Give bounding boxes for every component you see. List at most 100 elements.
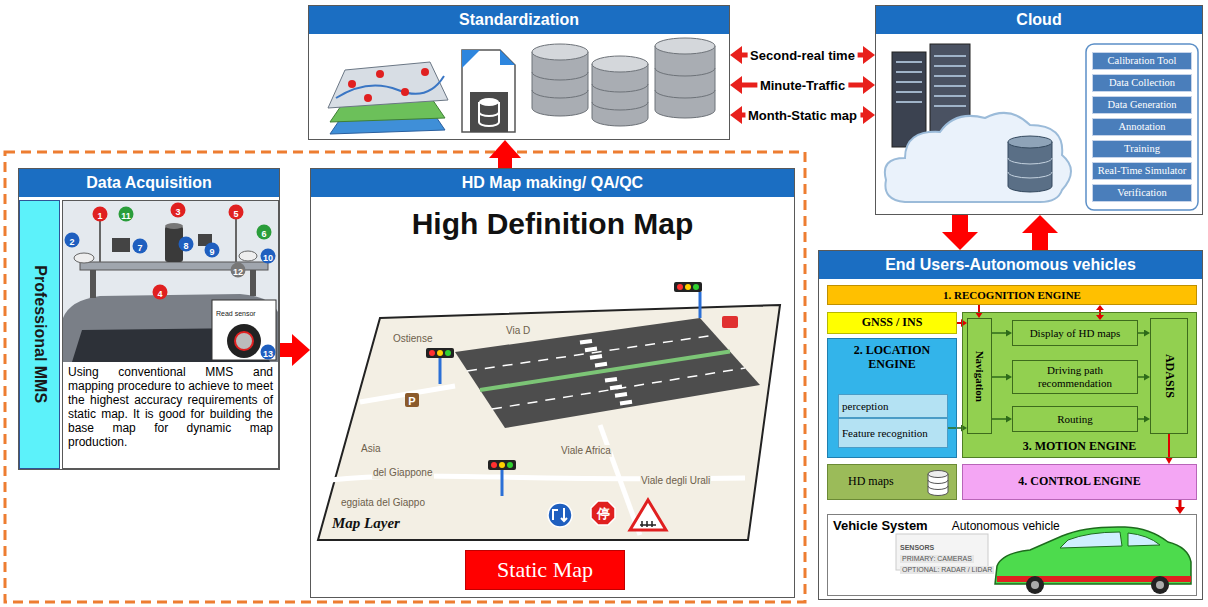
node-text: Real-Time Simulator (1098, 165, 1187, 177)
autonomous-car (1060, 532, 1122, 548)
map-layer-illustration (553, 508, 567, 521)
mms-photo (65, 233, 80, 248)
database-cylinder (532, 72, 588, 98)
box-fill (827, 338, 957, 458)
map-layer-illustration (640, 521, 656, 527)
mms-photo (250, 270, 256, 296)
tool-box: Training (1092, 140, 1192, 158)
node-text: Vehicle System (833, 518, 928, 533)
label-anchor: Read sensor (216, 302, 256, 320)
database-cylinder (532, 52, 588, 116)
mms-band: Professional MMS (19, 200, 60, 469)
box-fill (838, 394, 948, 418)
street-name: Asia (360, 443, 381, 455)
box-fill (1012, 406, 1138, 432)
label-anchor: 1 (97, 205, 102, 223)
connector-arrow (280, 343, 292, 357)
function-box: Feature recognition (838, 418, 948, 448)
callout-number: 11 (121, 212, 131, 221)
label-anchor: 6 (261, 223, 266, 241)
node-text: Training (1124, 143, 1160, 155)
mms-photo (119, 207, 134, 222)
adasis-bar: ADASIS (1150, 318, 1188, 434)
map-layers-icon (348, 80, 356, 88)
label-anchor: Map Layer (332, 514, 400, 532)
mms-photo (63, 201, 278, 362)
box-fill (967, 318, 992, 434)
hd-map-panel: HD Map making/ QA/QC High Definition MapS… (310, 168, 795, 598)
document-icon (479, 102, 499, 126)
edge-label-anchor: Second-real time (747, 46, 858, 64)
function-box: Routing (1012, 406, 1138, 432)
document-icon (462, 50, 515, 132)
map-layer-illustration (499, 462, 505, 468)
map-layer-illustration (685, 284, 691, 290)
map-layer-illustration (491, 462, 497, 468)
mms-photo (133, 239, 148, 254)
map-store-database (928, 471, 948, 496)
mms-photo (74, 253, 94, 263)
map-layers-icon (376, 70, 384, 78)
mms-photo (235, 332, 253, 350)
node-text: 2. LOCATION ENGINE (837, 344, 947, 372)
node-text: Data Collection (1109, 77, 1175, 89)
tool-box: Verification (1092, 184, 1192, 202)
edge-label: Month-Static map (745, 108, 860, 124)
end-users-panel: End Users-Autonomous vehicles1. RECOGNIT… (818, 250, 1203, 600)
sensor-panel (896, 534, 988, 570)
connector-arrow (952, 215, 968, 232)
tool-box: Calibration Tool (1092, 52, 1192, 70)
map-layers-icon (401, 88, 409, 96)
label-anchor: 8 (183, 235, 188, 253)
database-cylinder (655, 68, 715, 98)
mms-photo (231, 263, 246, 278)
box-fill (1150, 318, 1188, 434)
label-anchor: 7 (137, 237, 142, 255)
map-layer-illustration (426, 348, 454, 358)
mms-photo (205, 243, 220, 258)
connector-arrow (1138, 376, 1144, 378)
document-icon (500, 50, 515, 65)
callout-number: 13 (263, 350, 273, 359)
label-anchor: eggiata del Giappo (340, 492, 426, 510)
standardization-panel: Standardization (308, 5, 730, 140)
function-box: Display of HD maps (1012, 320, 1138, 346)
street-name: Viale degli Urali (640, 475, 711, 487)
cloud-shape (885, 113, 1071, 202)
server-rack (892, 52, 926, 147)
static-map-box: Static Map (465, 550, 625, 590)
node-text: High Definition Map (311, 207, 794, 241)
autonomous-car (1128, 533, 1160, 546)
sensor-list-item: OPTIONAL: RADAR / LIDAR (900, 566, 994, 574)
box-fill (1092, 96, 1192, 114)
database-cylinder (532, 44, 588, 116)
label-anchor: P (408, 391, 415, 409)
mms-photo (171, 203, 186, 218)
label-anchor: 4 (157, 283, 162, 301)
map-layer-illustration (507, 462, 513, 468)
function-box: perception (838, 394, 948, 418)
box-fill (1092, 184, 1192, 202)
panel-header: Standardization (309, 6, 729, 34)
box-fill (838, 418, 948, 448)
node-text: perception (842, 400, 888, 413)
label-anchor: OPTIONAL: RADAR / LIDAR (900, 558, 994, 576)
street-name: Viale Africa (560, 445, 612, 457)
database-cylinder (655, 38, 715, 118)
database-cylinder (532, 44, 588, 60)
node-text: Routing (1057, 413, 1092, 426)
map-layer-illustration (548, 503, 572, 527)
map-layers-icon (328, 62, 448, 108)
map-store-database (928, 471, 948, 478)
sensor-list-title: SENSORS (900, 544, 934, 552)
connector-arrow (978, 305, 980, 312)
acquisition-region-outline (5, 152, 805, 602)
map-layer-illustration (488, 460, 516, 470)
box-fill (827, 464, 957, 500)
cloud-database (1008, 136, 1052, 192)
label-anchor: PRIMARY: CAMERAS (900, 547, 974, 565)
panel-header: HD Map making/ QA/QC (311, 169, 794, 197)
cloud-panel: CloudCalibration ToolData CollectionData… (875, 5, 1203, 215)
node-text: Verification (1117, 187, 1167, 199)
